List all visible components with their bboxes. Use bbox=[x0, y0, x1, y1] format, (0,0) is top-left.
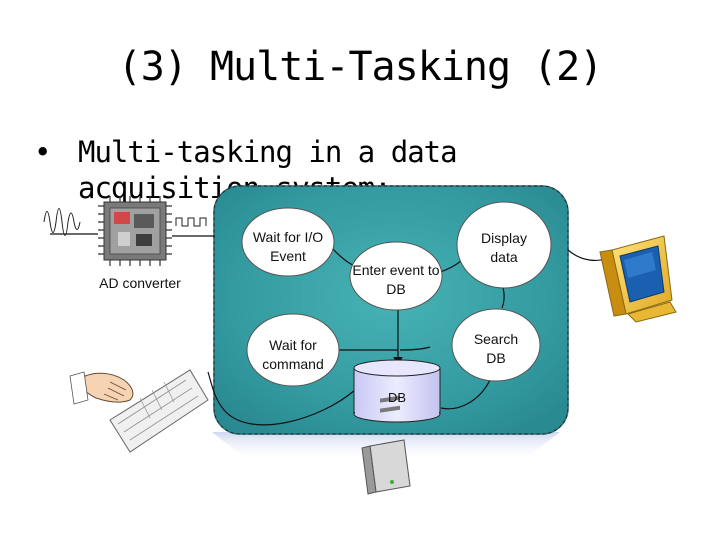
ad-converter-label: AD converter bbox=[99, 275, 181, 291]
node-wait-command-label: Wait for command bbox=[262, 337, 324, 372]
node-enter-event-shape bbox=[349, 241, 443, 311]
node-wait-io-label: Wait for I/O Event bbox=[252, 229, 324, 264]
connector-db-to-keyboard bbox=[207, 371, 356, 426]
database-cylinder bbox=[353, 359, 441, 423]
ad-converter-chip-icon bbox=[98, 196, 172, 266]
monitor-icon bbox=[599, 235, 677, 323]
database-label: DB bbox=[387, 390, 407, 405]
node-display-label: Display data bbox=[481, 230, 527, 265]
bullet-marker: • bbox=[34, 135, 51, 169]
pulse-train-icon bbox=[175, 217, 207, 227]
node-display-shape bbox=[456, 201, 552, 289]
connector-search-to-db bbox=[399, 346, 431, 351]
node-search-shape bbox=[451, 308, 541, 382]
node-search-label: Search DB bbox=[473, 331, 519, 366]
node-enter-event-label: Enter event to DB bbox=[352, 262, 440, 297]
keyboard-hand-icon bbox=[69, 369, 209, 453]
node-wait-command-shape bbox=[246, 313, 340, 387]
slide-title: (3) Multi-Tasking (2) bbox=[117, 44, 604, 90]
node-wait-io-shape bbox=[241, 207, 335, 277]
server-tower-icon bbox=[361, 395, 411, 495]
sine-wave-icon bbox=[43, 208, 81, 236]
